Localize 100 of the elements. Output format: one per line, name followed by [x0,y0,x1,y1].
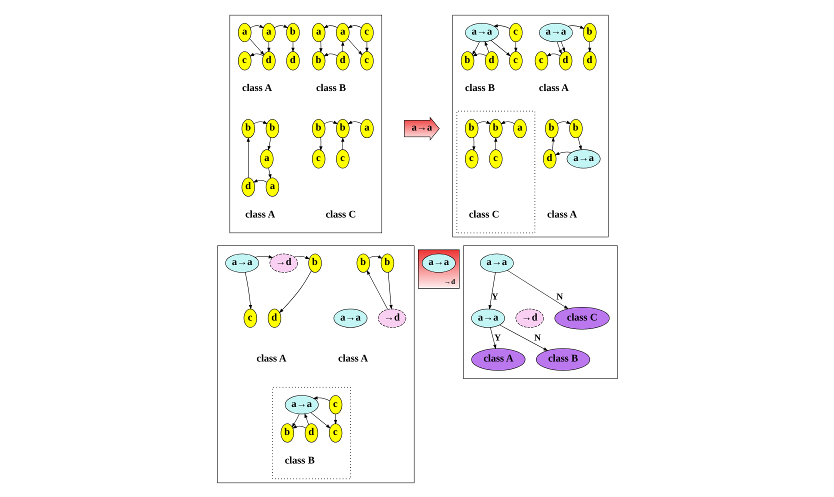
node-ellipse: d [241,177,254,196]
node-ellipse: a [311,22,325,42]
arrow [312,396,330,401]
arrow [318,136,322,150]
cluster [456,110,535,233]
node-ellipse: a→a [479,253,514,272]
node-ellipse: →d [269,253,298,272]
node-ellipse: a [360,118,374,138]
arrow [567,24,584,28]
arrow [500,120,514,124]
node-ellipse: b [241,118,254,138]
arrow [368,254,382,258]
arrow [472,41,480,55]
label: class B [464,82,494,94]
node-ellipse: a→a [538,22,572,42]
arrow [322,52,338,56]
node-ellipse: c [328,423,342,442]
node-ellipse: a→a [224,253,259,272]
arrow [248,38,264,55]
arrow [546,52,560,56]
node-ellipse: c [243,308,257,328]
cluster [229,14,382,233]
node-ellipse: d [286,50,300,70]
node-ellipse: d [558,50,572,70]
arrow [254,254,273,258]
arrow [472,136,476,150]
cluster [271,386,350,479]
arrow [476,120,490,124]
node-ellipse: b [544,118,558,138]
arrow [274,24,288,28]
arrow [556,120,571,124]
node-ellipse: a→a [470,308,504,328]
edge-label: Y [494,332,500,342]
arrow [310,412,330,428]
arrow [291,413,300,428]
arrow [267,136,271,150]
arrow [551,136,554,150]
node-ellipse: d [304,423,318,442]
node-ellipse: b [280,423,294,442]
label: class A [256,353,286,364]
node-ellipse: d [336,50,349,70]
arrow [347,120,362,124]
arrow [294,255,310,259]
node-ellipse: c [534,50,548,70]
label: class A [244,208,275,220]
node-ellipse: b [286,22,300,42]
arrow [244,272,252,310]
arrow [560,40,565,52]
arrow [318,40,322,52]
arrow [484,40,489,52]
node-ellipse: →d [377,308,406,328]
cluster [452,14,608,237]
node-ellipse: a→a [566,148,600,168]
node-ellipse: a [262,22,276,42]
node-ellipse: b [464,118,478,138]
node-ellipse: b [460,50,474,70]
arrow [577,136,582,150]
node-ellipse: a [336,22,349,42]
node-ellipse: c [464,148,478,168]
node-ellipse: a→a [421,253,456,272]
arrow [278,270,312,313]
node-ellipse: b [265,118,279,138]
arrow [290,41,294,52]
node-ellipse: a [512,118,526,138]
arrow [248,52,264,56]
node-ellipse: b [308,253,322,272]
node-ellipse: b [380,253,394,272]
node-ellipse: d [262,50,276,70]
node-ellipse: c [508,22,522,42]
node-ellipse: b [336,118,349,138]
arrow [333,413,337,424]
arrow [292,424,306,428]
node-ellipse: c [311,148,325,168]
node-ellipse: c [336,148,349,168]
label: class A [538,82,568,94]
arrow [268,167,271,178]
arrow [554,151,572,155]
node-ellipse: b [311,50,325,70]
arrow [322,24,338,28]
node-ellipse: c [328,394,342,414]
node-ellipse: class C [554,306,610,329]
arrow [490,326,496,349]
node-ellipse: c [360,50,374,70]
arrow [249,24,264,28]
node-ellipse: →d [515,308,544,328]
label: class C [468,208,499,220]
node-ellipse: b [582,22,596,42]
arrow [387,272,392,310]
node-ellipse: c [360,22,374,42]
arrow [252,178,267,182]
label: class C [325,208,356,220]
node-ellipse: d [582,50,596,70]
node-ellipse: c [238,50,251,70]
cluster [462,244,618,378]
node-ellipse: d [267,308,281,328]
label: class A [546,208,577,220]
node-ellipse: a [260,148,273,168]
cluster [216,244,414,483]
node-ellipse: a [238,22,251,42]
arrow [253,120,268,124]
